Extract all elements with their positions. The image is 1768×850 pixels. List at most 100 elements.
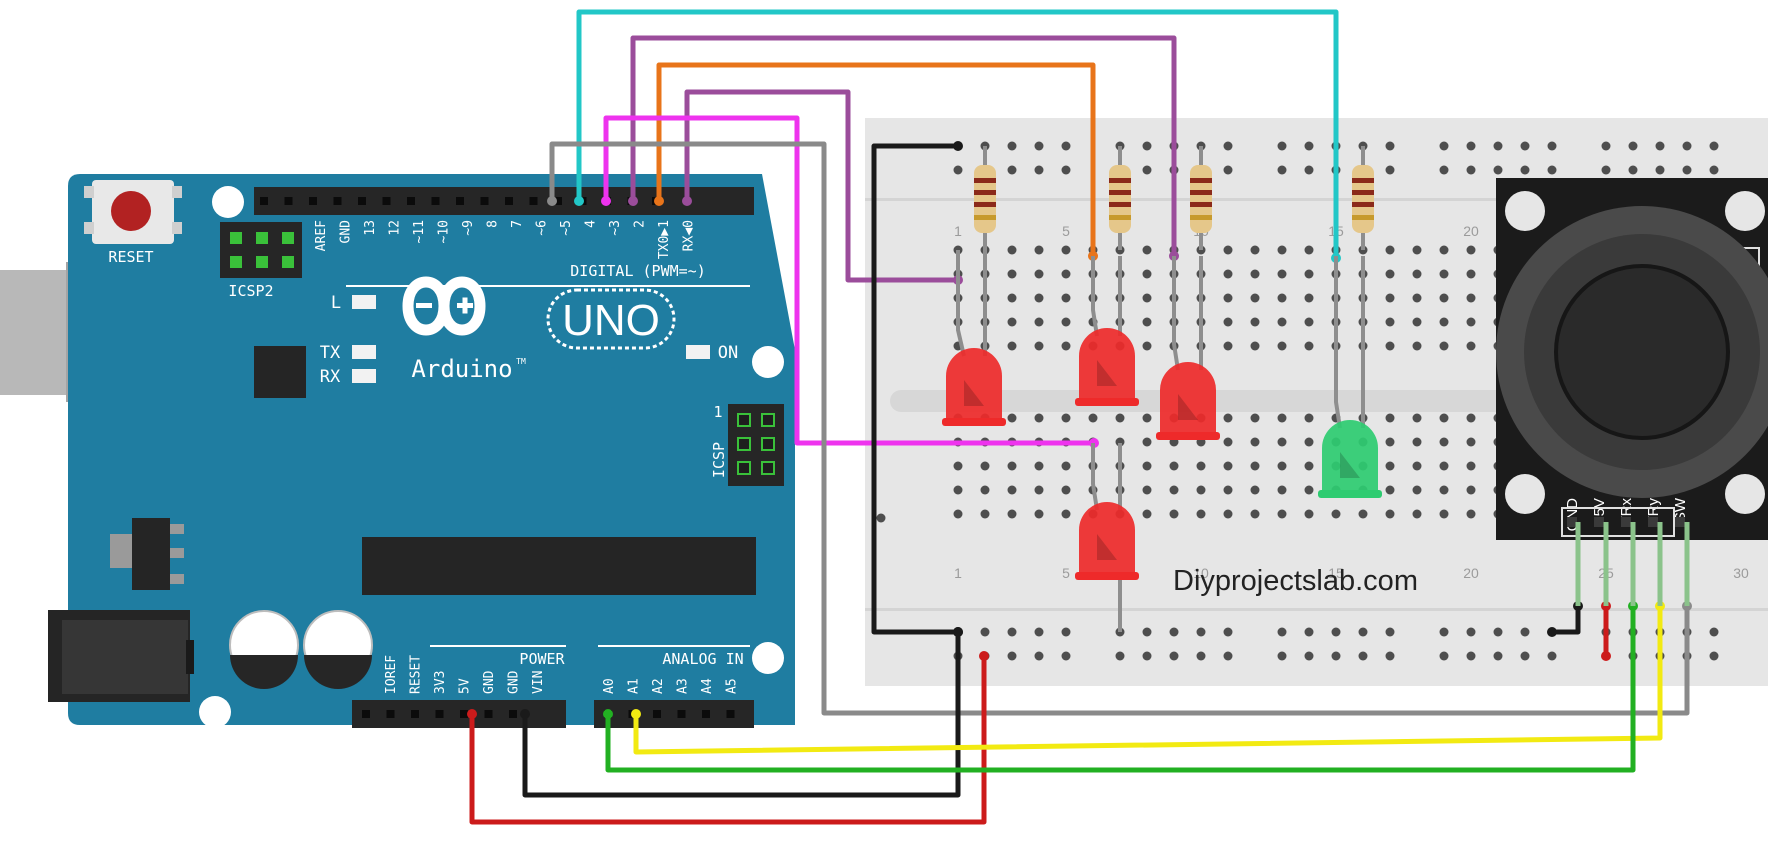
resistor-band — [1352, 190, 1374, 195]
breadboard-rail-hole — [1007, 627, 1017, 637]
breadboard-hole — [1250, 245, 1260, 255]
joystick-pin — [1567, 517, 1577, 527]
breadboard-hole — [1277, 509, 1287, 519]
resistor-body — [1352, 165, 1374, 233]
resistor-band — [1190, 178, 1212, 183]
breadboard-hole — [1142, 245, 1152, 255]
breadboard-hole — [1358, 509, 1368, 519]
led-die — [1340, 452, 1360, 478]
pin-label: TX0▶1 — [657, 220, 672, 259]
jumper-wire — [1552, 606, 1581, 635]
led — [1156, 256, 1220, 440]
breadboard-hole — [1412, 245, 1422, 255]
joystick-pin — [1675, 517, 1685, 527]
breadboard-hole — [1277, 293, 1287, 303]
breadboard-hole — [1142, 269, 1152, 279]
breadboard-hole — [1034, 461, 1044, 471]
breadboard-hole — [1304, 341, 1314, 351]
joystick-pin — [1648, 517, 1658, 527]
breadboard-rail-hole — [1385, 165, 1395, 175]
breadboard-rail-divider — [865, 198, 1768, 201]
pin-label: 2 — [633, 220, 648, 228]
breadboard-hole — [1385, 437, 1395, 447]
mounting-hole — [752, 346, 784, 378]
breadboard-rail-hole — [1493, 651, 1503, 661]
breadboard-hole — [1007, 461, 1017, 471]
header-pin — [230, 232, 242, 244]
resistor — [974, 146, 996, 250]
breadboard-hole — [1439, 413, 1449, 423]
breadboard-hole — [1466, 317, 1476, 327]
capacitor — [303, 610, 373, 689]
breadboard-rail-hole — [1547, 651, 1557, 661]
header-pin — [653, 710, 661, 718]
breadboard-rail-hole — [1034, 651, 1044, 661]
joystick-pin — [1594, 517, 1604, 527]
breadboard-hole — [1385, 485, 1395, 495]
resistor-band — [974, 190, 996, 195]
breadboard-rail-hole — [1304, 165, 1314, 175]
pin-label: A1 — [627, 678, 642, 694]
breadboard-hole — [1142, 437, 1152, 447]
breadboard-hole — [1169, 509, 1179, 519]
joystick-knob[interactable] — [1554, 264, 1730, 440]
breadboard-hole — [1439, 485, 1449, 495]
breadboard-hole — [1115, 413, 1125, 423]
jumper-wire — [605, 606, 1636, 773]
breadboard-rail-hole — [1169, 627, 1179, 637]
breadboard-rail-hole — [1466, 651, 1476, 661]
breadboard-rail-hole — [1007, 165, 1017, 175]
led-on — [686, 345, 710, 359]
jumper-wire — [633, 606, 1663, 755]
pin-label: 13 — [363, 220, 378, 236]
led-dome — [1322, 420, 1378, 494]
pin-label: ~6 — [535, 220, 550, 236]
model-label: UNO — [562, 296, 660, 345]
pin-label: AREF — [314, 220, 329, 251]
led-lead — [1091, 256, 1099, 337]
breadboard-rail-hole — [1277, 165, 1287, 175]
breadboard-hole — [980, 485, 990, 495]
wire-endpoint — [682, 196, 692, 206]
header-pin — [382, 197, 391, 205]
breadboard-hole — [1412, 293, 1422, 303]
breadboard-hole — [1439, 437, 1449, 447]
led — [942, 250, 1006, 426]
watermark: Diyprojectslab.com — [1173, 565, 1418, 597]
breadboard-hole — [1061, 245, 1071, 255]
breadboard-hole — [1223, 317, 1233, 327]
breadboard-hole — [1034, 269, 1044, 279]
led-flange — [1075, 398, 1139, 406]
resistor-band — [1352, 178, 1374, 183]
breadboard-rail-hole — [1304, 141, 1314, 151]
breadboard-hole — [1250, 317, 1260, 327]
column-number: 20 — [1463, 223, 1479, 239]
breadboard-hole — [953, 461, 963, 471]
column-number: 5 — [1062, 565, 1070, 581]
breadboard-hole — [1196, 485, 1206, 495]
led-l — [352, 295, 376, 309]
breadboard-hole — [1412, 413, 1422, 423]
breadboard-hole — [1412, 509, 1422, 519]
breadboard-rail-hole — [1601, 165, 1611, 175]
digital-header-label: DIGITAL (PWM=~) — [570, 262, 705, 280]
breadboard-hole — [1034, 341, 1044, 351]
header-pin — [726, 710, 735, 718]
breadboard-rail-hole — [1520, 627, 1530, 637]
breadboard-hole — [980, 509, 990, 519]
breadboard-hole — [1466, 341, 1476, 351]
led-dome — [946, 348, 1002, 422]
header-pin — [737, 437, 751, 451]
breadboard-rail-hole — [1439, 627, 1449, 637]
pin-label: ~9 — [461, 220, 476, 236]
breadboard-rail-hole — [1304, 651, 1314, 661]
resistors — [974, 146, 1374, 250]
header-pin — [284, 197, 293, 205]
breadboard-rail-hole — [1277, 651, 1287, 661]
reset-button[interactable] — [84, 180, 182, 244]
pin-label: A5 — [725, 678, 740, 694]
breadboard-hole — [1304, 317, 1314, 327]
analog-header-label: ANALOG IN — [662, 650, 743, 668]
breadboard-hole — [1007, 317, 1017, 327]
